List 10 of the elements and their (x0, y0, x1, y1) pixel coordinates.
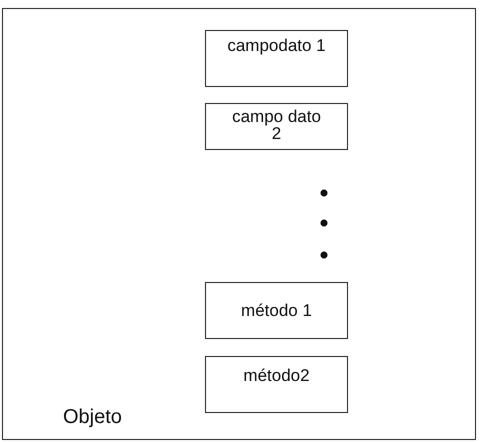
member-box (205, 282, 348, 339)
member-label: método2 (242, 365, 311, 384)
member-label: campo dato 2 (231, 106, 322, 142)
object-label: Objeto (63, 406, 122, 429)
member-box (205, 356, 348, 413)
member-box (205, 103, 348, 150)
object-frame (2, 8, 476, 440)
member-label: campodato 1 (226, 35, 326, 54)
member-box (205, 30, 348, 87)
member-label: método 1 (240, 302, 313, 319)
